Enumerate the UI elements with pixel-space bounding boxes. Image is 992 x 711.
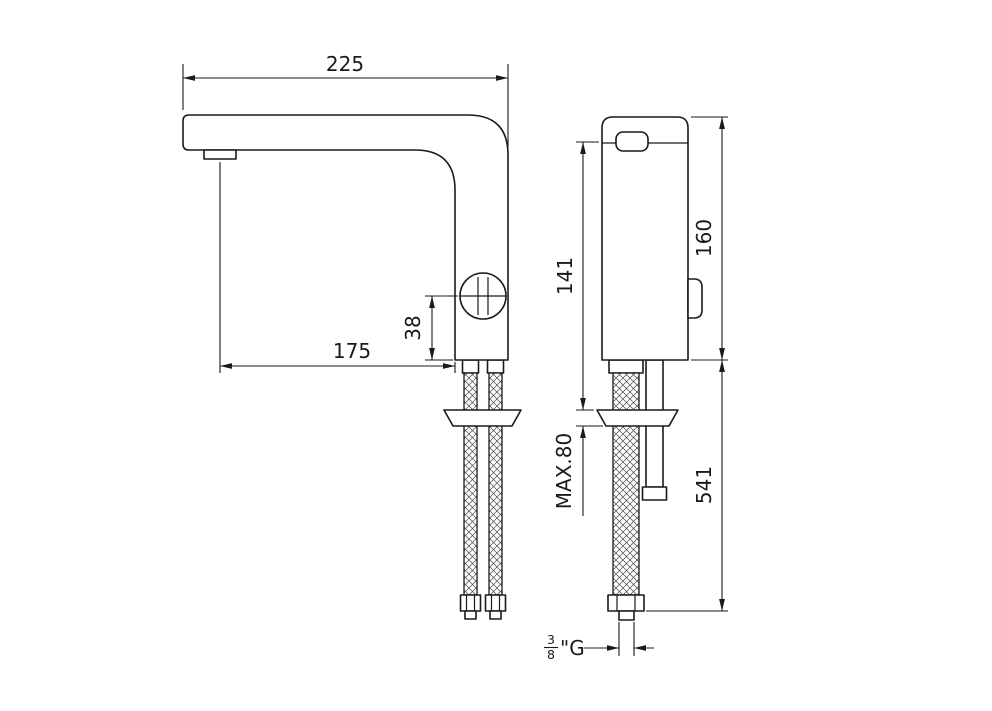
dim-label-body-height: 160 (692, 219, 716, 257)
dimension-annotations: 225 175 38 141 MAX.80 (182, 52, 728, 662)
braided-hose-front (612, 372, 640, 596)
dim-label-spout-reach: 225 (326, 52, 364, 76)
dim-label-handle-offset: 38 (401, 315, 425, 340)
side-view (182, 114, 522, 620)
aerator-side (203, 149, 237, 160)
dim-body-height-and-hose-length: 160 541 (646, 116, 728, 612)
thread-fraction-numerator: 3 (547, 632, 555, 647)
hose-fitting-left (459, 594, 482, 620)
hose-fitting-right (484, 594, 507, 620)
rigid-pipe-foot (641, 486, 668, 501)
dim-spout-reach: 225 (182, 52, 509, 147)
handle-front (687, 278, 703, 319)
dim-handle-offset: 38 (401, 295, 458, 361)
spout-body-outline (182, 114, 509, 361)
dim-label-body-to-flange: 141 (553, 257, 577, 295)
mounting-flange-front (596, 409, 679, 427)
hose-stub-right (486, 359, 505, 374)
dim-label-spout-projection: 175 (333, 339, 371, 363)
dim-body-to-flange: 141 (553, 141, 599, 411)
hose-fitting-front (607, 594, 645, 621)
hose-stub-front (608, 359, 644, 374)
handle-knob-side (459, 272, 507, 320)
braided-hose-left (463, 372, 478, 596)
dim-thread-size: 3 8 "G (544, 622, 654, 662)
braided-hose-right (488, 372, 503, 596)
dim-label-max-deck: MAX.80 (552, 433, 576, 509)
hose-stub-left (461, 359, 480, 374)
aerator-front (615, 131, 649, 152)
thread-fraction-denominator: 8 (547, 647, 555, 662)
dim-max-deck-thickness: MAX.80 (552, 425, 603, 516)
front-view (596, 116, 703, 621)
dim-spout-projection: 175 (219, 162, 456, 373)
dim-label-hose-length: 541 (692, 466, 716, 504)
body-front-outline (601, 116, 689, 361)
mounting-flange-side (443, 409, 522, 427)
thread-size-suffix: "G (560, 636, 585, 660)
